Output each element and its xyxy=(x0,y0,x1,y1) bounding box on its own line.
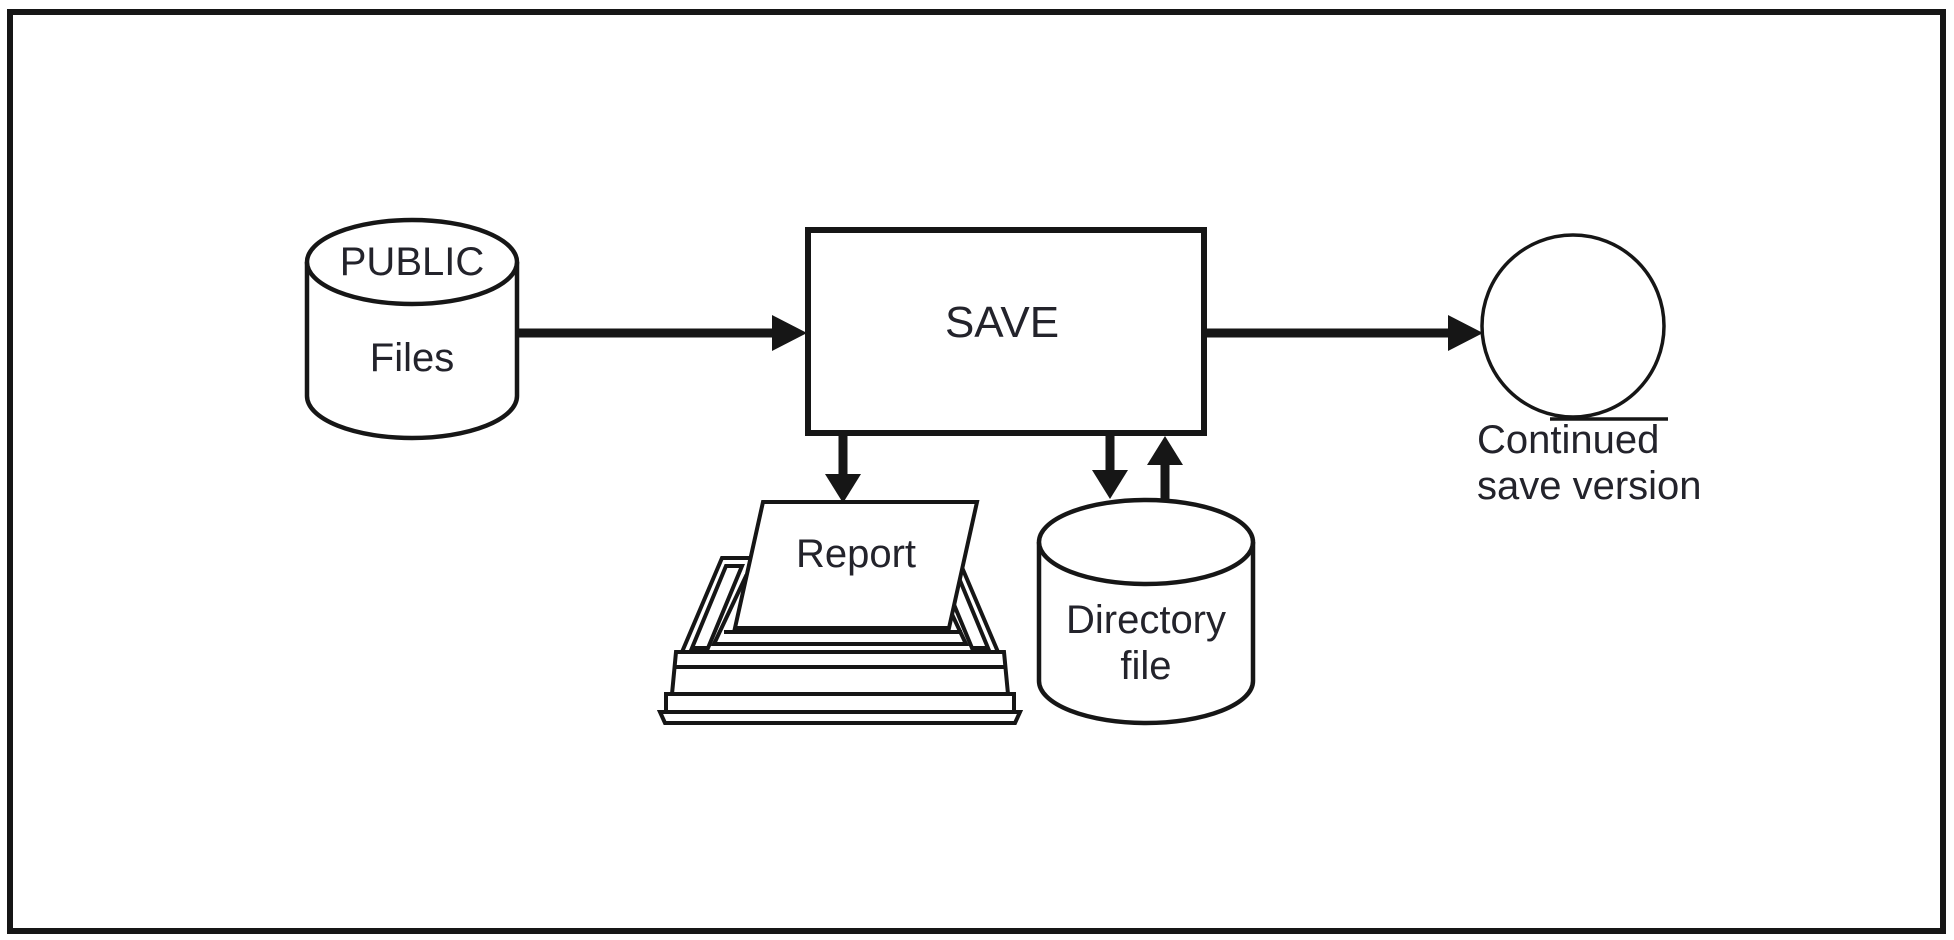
arrowhead-right-icon xyxy=(1448,315,1483,351)
cylinder-top xyxy=(304,217,520,307)
public-files-label-line2: Files xyxy=(370,336,454,380)
arrow-save-to-directory xyxy=(1092,435,1128,499)
printer-base-lip xyxy=(656,710,1024,725)
printer-left-rail xyxy=(689,564,745,650)
arrowhead-down-icon xyxy=(825,474,861,503)
public-files-label-line1: PUBLIC xyxy=(340,240,485,284)
arrowhead-down-icon xyxy=(1092,470,1128,499)
printer-base xyxy=(664,692,1016,714)
cylinder-top xyxy=(1036,497,1256,587)
report-printer: Report xyxy=(656,500,1024,725)
directory-file-label-line1: Directory xyxy=(1066,598,1226,642)
circle-connector xyxy=(1480,233,1666,419)
printer-mid-slab xyxy=(669,650,1011,696)
continued-save-version-circle: Continued save version xyxy=(1477,233,1702,508)
public-files-cylinder: PUBLIC Files xyxy=(304,217,520,441)
directory-file-cylinder: Directory file xyxy=(1036,497,1256,726)
save-label: SAVE xyxy=(945,298,1059,347)
continued-save-label-line2: save version xyxy=(1477,464,1702,508)
figure-border xyxy=(7,9,1946,934)
continued-save-label-line1: Continued xyxy=(1477,418,1659,462)
arrow-save-to-report xyxy=(825,435,861,503)
arrow-directory-to-save xyxy=(1147,436,1183,501)
save-process-box: SAVE xyxy=(805,227,1207,436)
arrow-save-to-continued xyxy=(1205,315,1483,351)
printer-paper xyxy=(732,500,980,630)
process-rectangle xyxy=(805,227,1207,436)
arrow-public-to-save xyxy=(519,315,807,351)
arrowhead-right-icon xyxy=(772,315,807,351)
report-label: Report xyxy=(796,532,916,576)
cylinder-body xyxy=(304,262,520,441)
cylinder-body xyxy=(1036,542,1256,726)
directory-file-label-line2: file xyxy=(1120,644,1171,688)
arrowhead-up-icon xyxy=(1147,436,1183,465)
